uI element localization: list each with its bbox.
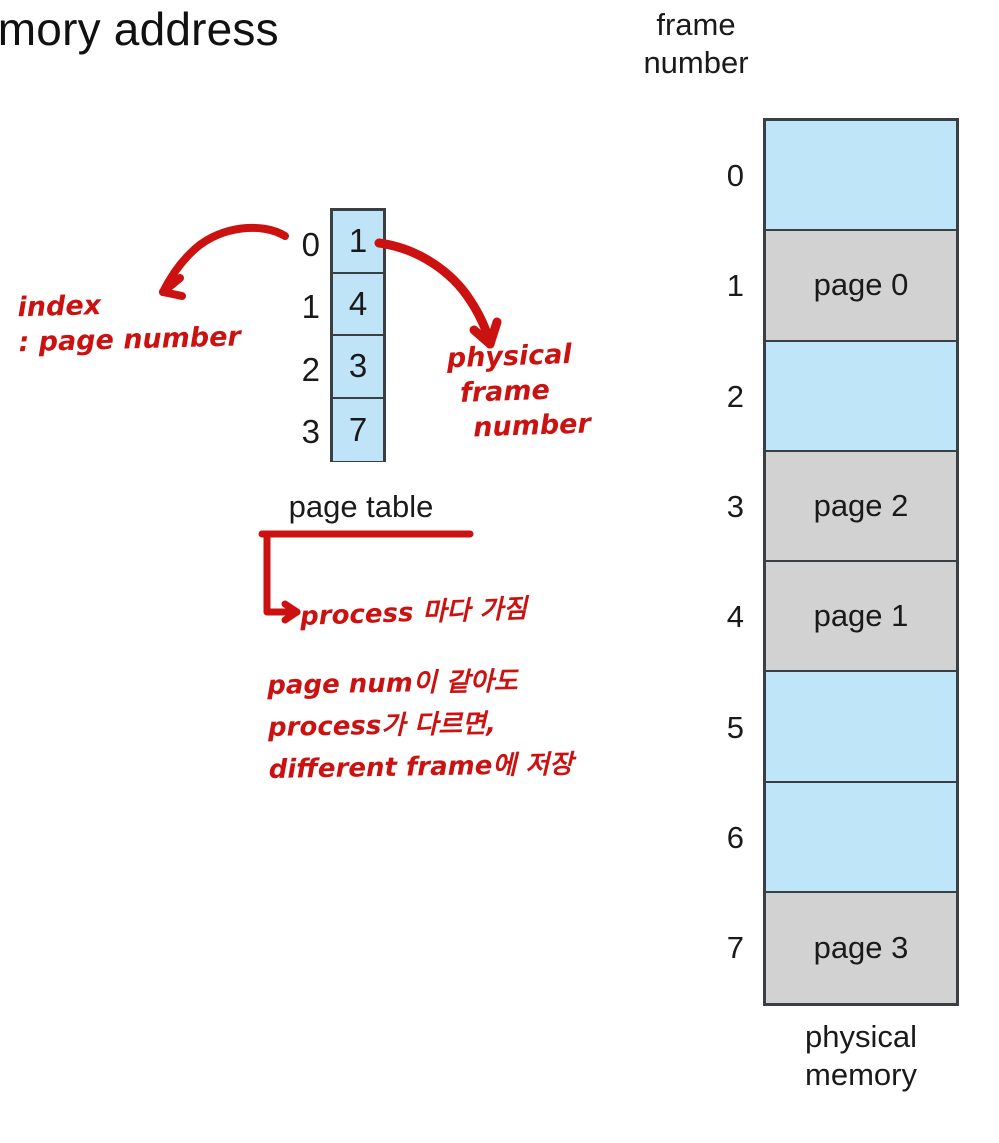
page-table-leader-icon: [263, 534, 301, 624]
frame-caption-line-2: number: [643, 44, 749, 80]
memory-frame-0: [766, 121, 956, 232]
frame-caption-line-1: frame: [656, 7, 736, 42]
frame-arrow-icon: [374, 238, 502, 349]
memory-frame-1: page 0: [766, 231, 956, 342]
memory-frame-6: [766, 782, 956, 893]
annotation-index-line-2: : page number: [18, 320, 242, 358]
frame-index-4: 4: [726, 599, 744, 634]
frame-index-7: 7: [726, 930, 744, 965]
page-table-index-1: 1: [301, 288, 320, 325]
memory-frame-4: page 1: [766, 562, 956, 673]
memory-caption-line-1: physical: [805, 1019, 917, 1054]
frame-index-0: 0: [726, 158, 744, 193]
page-table-entry-1: 4: [333, 273, 383, 336]
page-table-index-3: 3: [301, 413, 320, 450]
memory-caption-line-2: memory: [805, 1056, 917, 1092]
page-title: emory address: [0, 3, 279, 55]
frame-number-caption: frame number: [616, 6, 776, 82]
physical-memory-caption: physical memory: [763, 1018, 959, 1094]
frame-index-6: 6: [726, 820, 744, 855]
memory-frame-7: page 3: [766, 892, 956, 1003]
page-table: 1 4 3 7: [330, 208, 386, 462]
annotation-block-line-2: process가 다르면,: [267, 709, 497, 744]
frame-index-3: 3: [726, 489, 744, 524]
frame-index-5: 5: [726, 710, 744, 745]
page-table-entry-3: 7: [333, 398, 383, 461]
memory-frame-3: page 2: [766, 451, 956, 562]
page-table-entry-0: 1: [333, 211, 383, 274]
page-table-caption: page table: [288, 489, 434, 524]
frame-index-2: 2: [726, 379, 744, 414]
annotation-physical-frame-note: physical frame number: [446, 335, 640, 447]
physical-memory: page 0 page 2 page 1 page 3: [763, 118, 959, 1006]
page-table-index-2: 2: [301, 351, 320, 388]
frame-index-1: 1: [726, 268, 744, 303]
memory-frame-2: [766, 341, 956, 452]
annotation-block-line-3: different frame에 저장: [268, 749, 574, 786]
annotation-physical-line-3: number: [472, 408, 592, 444]
annotation-block-line-1: page num이 같아도: [267, 666, 518, 701]
memory-frame-5: [766, 672, 956, 783]
page-table-entry-2: 3: [333, 336, 383, 399]
page-table-index-0: 0: [301, 226, 320, 263]
annotation-process-note: process 마다 가짐: [299, 594, 528, 632]
annotation-block-note: page num이 같아도 process가 다르면, different fr…: [267, 659, 609, 791]
annotation-index-note: index : page number: [17, 285, 269, 361]
